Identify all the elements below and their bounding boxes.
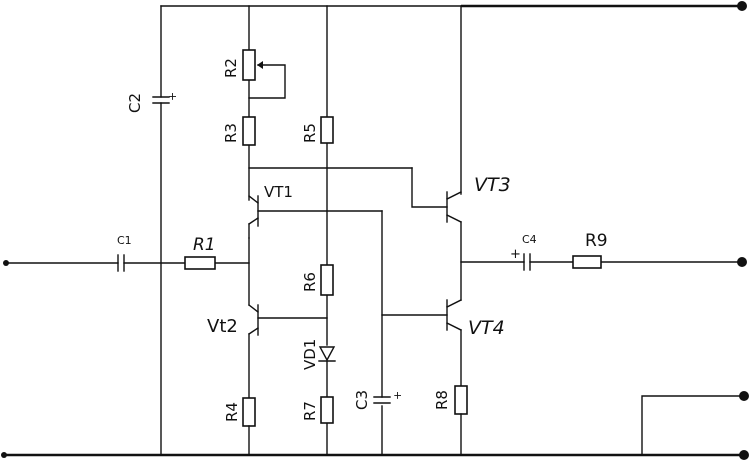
label-c2-plus: + [166, 92, 179, 101]
label-r5: R5 [301, 123, 319, 143]
label-r9: R9 [585, 231, 608, 251]
diode-vd1 [318, 346, 336, 362]
label-r4: R4 [223, 402, 241, 422]
potentiometer-wiper-arrow [257, 61, 263, 69]
label-c3-plus: + [391, 391, 404, 400]
input-line [3, 260, 250, 266]
label-vt4: VT4 [468, 317, 505, 339]
ground-rail [1, 450, 749, 460]
resistor-r8 [454, 385, 468, 415]
transistor-vt1 [248, 195, 383, 239]
output-line [460, 253, 747, 271]
resistor-r1 [184, 256, 216, 270]
label-c4-plus: + [510, 247, 521, 262]
label-r6: R6 [301, 272, 319, 292]
resistor-r5 [320, 116, 334, 144]
positive-rail [160, 1, 747, 11]
label-vt2: Vt2 [207, 316, 238, 337]
label-c2: C2 [126, 93, 144, 113]
resistor-r6 [320, 264, 334, 296]
output-ground-terminal [641, 391, 749, 456]
label-c1: C1 [117, 234, 132, 247]
transistor-vt3 [446, 5, 462, 301]
branch-r2-r3 [248, 5, 448, 208]
label-c4: C4 [522, 233, 537, 246]
capacitor-c1 [117, 254, 125, 272]
transistor-vt4 [446, 299, 462, 387]
label-r1: R1 [193, 235, 216, 255]
label-vt1: VT1 [264, 183, 293, 201]
label-r8: R8 [433, 390, 451, 410]
capacitor-c3 [373, 396, 391, 404]
transistor-vt2 [248, 237, 328, 399]
label-vd1: VD1 [301, 339, 319, 370]
resistor-r4 [242, 397, 256, 427]
bias-link [381, 210, 448, 456]
label-r3: R3 [222, 123, 240, 143]
resistor-r3 [242, 116, 256, 146]
label-c3: C3 [353, 390, 371, 410]
resistor-r9 [572, 255, 602, 269]
label-r7: R7 [301, 401, 319, 421]
label-vt3: VT3 [474, 174, 511, 196]
label-r2: R2 [222, 58, 240, 78]
resistor-r2 [242, 49, 256, 81]
capacitor-c2 [152, 5, 170, 456]
resistor-r7 [320, 396, 334, 424]
